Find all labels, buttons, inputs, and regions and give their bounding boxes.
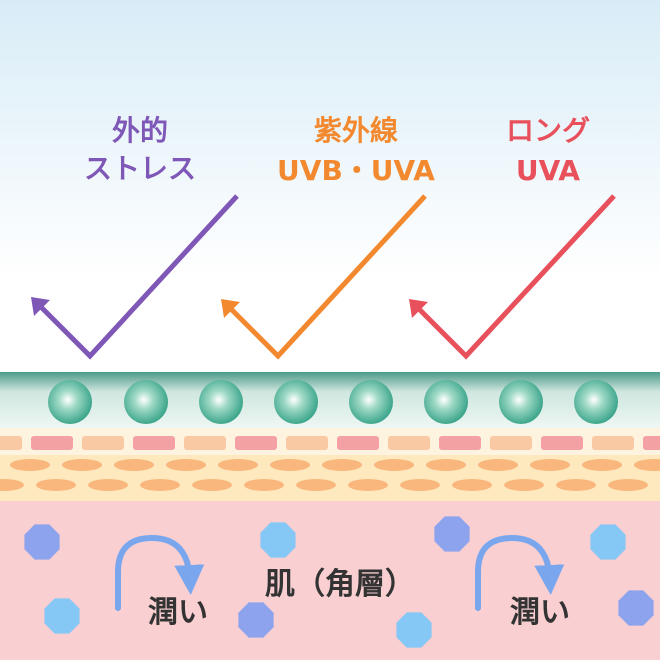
cell (218, 459, 258, 471)
skin-label: 肌（角層） (265, 567, 415, 602)
moisture-dot (260, 522, 296, 558)
stress-arrow-red (409, 194, 616, 360)
label-long-uva-line1: ロング (506, 114, 590, 147)
cell (192, 479, 232, 491)
cell (140, 479, 180, 491)
barrier-sphere (574, 380, 618, 424)
moisture-arrow-right (475, 534, 565, 611)
cell (374, 459, 414, 471)
label-external-stress-line1: 外的 (112, 114, 168, 147)
label-uv-line2: UVB・UVA (277, 154, 435, 187)
cell (62, 459, 102, 471)
cell (634, 459, 660, 471)
cell (504, 479, 544, 491)
tile (643, 436, 660, 450)
cell (452, 479, 492, 491)
cell (0, 479, 24, 491)
cell (556, 479, 596, 491)
label-long-uva-line2: UVA (516, 154, 581, 187)
tile (388, 436, 430, 450)
barrier-sphere (199, 380, 243, 424)
cell (244, 479, 284, 491)
barrier-spheres (48, 380, 618, 424)
tile (0, 436, 22, 450)
barrier-sphere (349, 380, 393, 424)
tile (31, 436, 73, 450)
cell (322, 459, 362, 471)
tile (337, 436, 379, 450)
sky-background (0, 0, 660, 372)
moisture-dot (238, 602, 274, 638)
tile (82, 436, 124, 450)
label-external-stress-line2: ストレス (84, 152, 196, 185)
cell (478, 459, 518, 471)
tile (184, 436, 226, 450)
cell (114, 459, 154, 471)
cell (166, 459, 206, 471)
tile (439, 436, 481, 450)
moisture-dot (434, 516, 470, 552)
cell (426, 459, 466, 471)
moisture-label-right: 潤い (510, 595, 570, 630)
moisture-dot (396, 612, 432, 648)
moisture-dot (24, 524, 60, 560)
barrier-sphere (499, 380, 543, 424)
tile (490, 436, 532, 450)
tile (286, 436, 328, 450)
cell (88, 479, 128, 491)
moisture-dot (44, 598, 80, 634)
cell (582, 459, 622, 471)
cell (36, 479, 76, 491)
moisture-arrow-left (115, 534, 205, 611)
moisture-dots (24, 516, 654, 648)
tile (541, 436, 583, 450)
cell (348, 479, 388, 491)
barrier-layer (0, 372, 660, 428)
cell-ellipses (0, 459, 660, 491)
tile (133, 436, 175, 450)
cell (10, 459, 50, 471)
cell (296, 479, 336, 491)
moisture-label-left: 潤い (148, 595, 208, 630)
tile-row (0, 436, 660, 450)
barrier-sphere (424, 380, 468, 424)
cell (530, 459, 570, 471)
barrier-sphere (48, 380, 92, 424)
tile (592, 436, 634, 450)
barrier-sphere (274, 380, 318, 424)
cell (608, 479, 648, 491)
barrier-sphere (124, 380, 168, 424)
moisture-dot (618, 590, 654, 626)
moisture-dot (590, 524, 626, 560)
tile (235, 436, 277, 450)
label-uv-line1: 紫外線 (314, 114, 398, 147)
stress-arrow-orange (221, 194, 427, 360)
cell (270, 459, 310, 471)
stress-arrow-purple (31, 194, 239, 360)
cell (400, 479, 440, 491)
